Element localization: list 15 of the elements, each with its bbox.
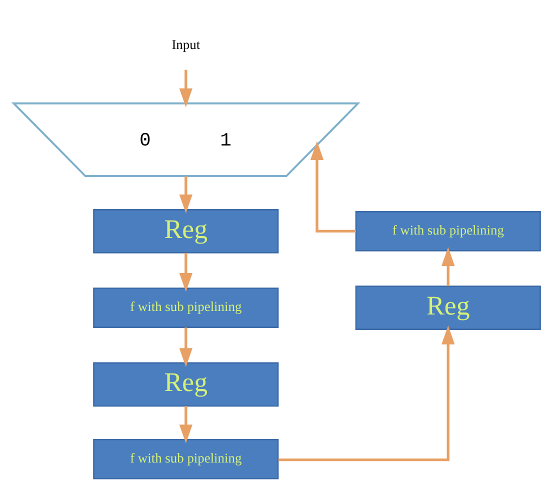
arrow bbox=[278, 325, 455, 461]
node-text: Input bbox=[172, 36, 200, 52]
arrow bbox=[179, 406, 192, 443]
node-box: f with sub pipelining bbox=[93, 287, 279, 328]
arrow bbox=[179, 252, 192, 292]
arrow bbox=[310, 140, 356, 232]
node-box: Reg bbox=[93, 362, 279, 406]
node-box: f with sub pipelining bbox=[355, 210, 541, 251]
arrow bbox=[442, 246, 455, 286]
arrow bbox=[179, 176, 192, 213]
node-box: Reg bbox=[355, 285, 541, 330]
arrow bbox=[179, 327, 192, 366]
arrow bbox=[179, 69, 192, 107]
node-box: f with sub pipelining bbox=[93, 438, 279, 479]
node-box: Reg bbox=[93, 208, 279, 253]
